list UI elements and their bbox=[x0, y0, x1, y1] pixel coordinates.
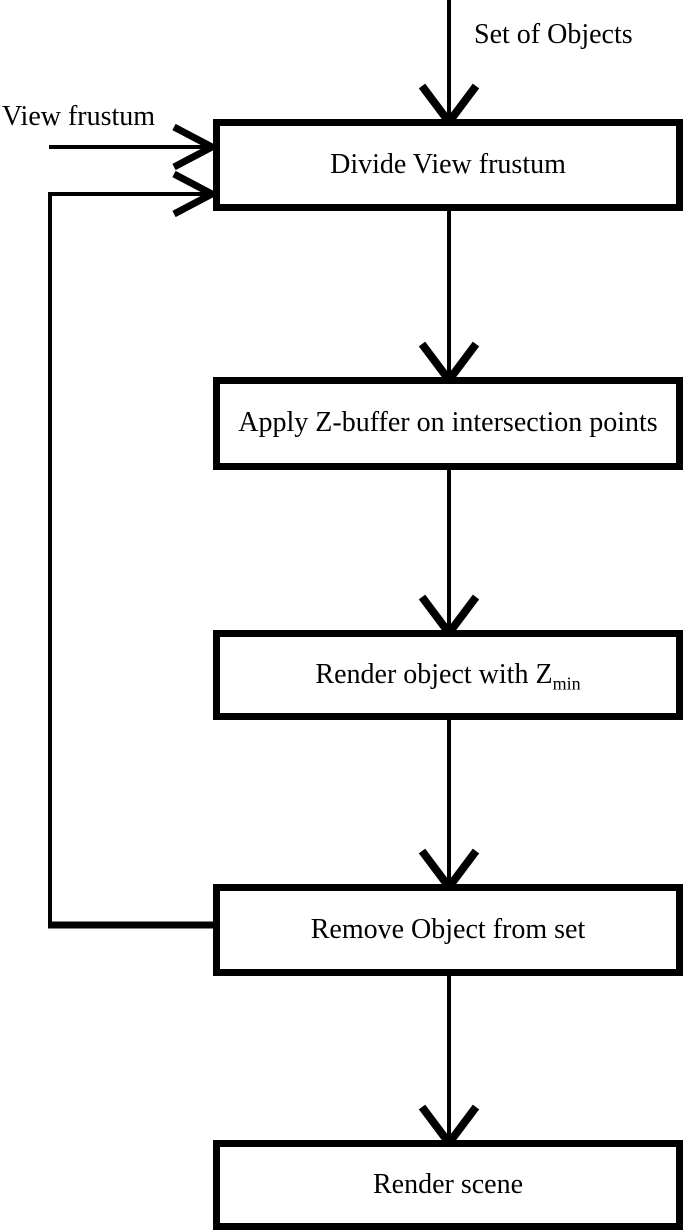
node-divide-view-frustum-label: Divide View frustum bbox=[330, 148, 566, 180]
node-render-scene-label: Render scene bbox=[372, 1168, 524, 1200]
node-render-object-zmin-text: Render object with Z bbox=[315, 658, 553, 690]
node-apply-z-buffer: Apply Z-buffer on intersection points bbox=[213, 377, 683, 470]
node-remove-object-label: Remove Object from set bbox=[310, 913, 586, 945]
node-render-scene: Render scene bbox=[213, 1140, 683, 1230]
view-frustum-label: View frustum bbox=[2, 101, 156, 132]
set-of-objects-label: Set of Objects bbox=[474, 19, 633, 50]
arrowhead-right-feedback-icon bbox=[172, 170, 220, 218]
zmin-subscript: min bbox=[552, 673, 581, 694]
node-remove-object: Remove Object from set bbox=[213, 884, 683, 976]
node-render-object-zmin: Render object with Zmin bbox=[213, 630, 683, 720]
node-apply-z-buffer-label: Apply Z-buffer on intersection points bbox=[238, 407, 658, 439]
node-divide-view-frustum: Divide View frustum bbox=[213, 119, 683, 211]
arrowhead-right-view-frustum-icon bbox=[172, 123, 220, 171]
node-render-object-zmin-label: Render object with Zmin bbox=[315, 658, 581, 694]
